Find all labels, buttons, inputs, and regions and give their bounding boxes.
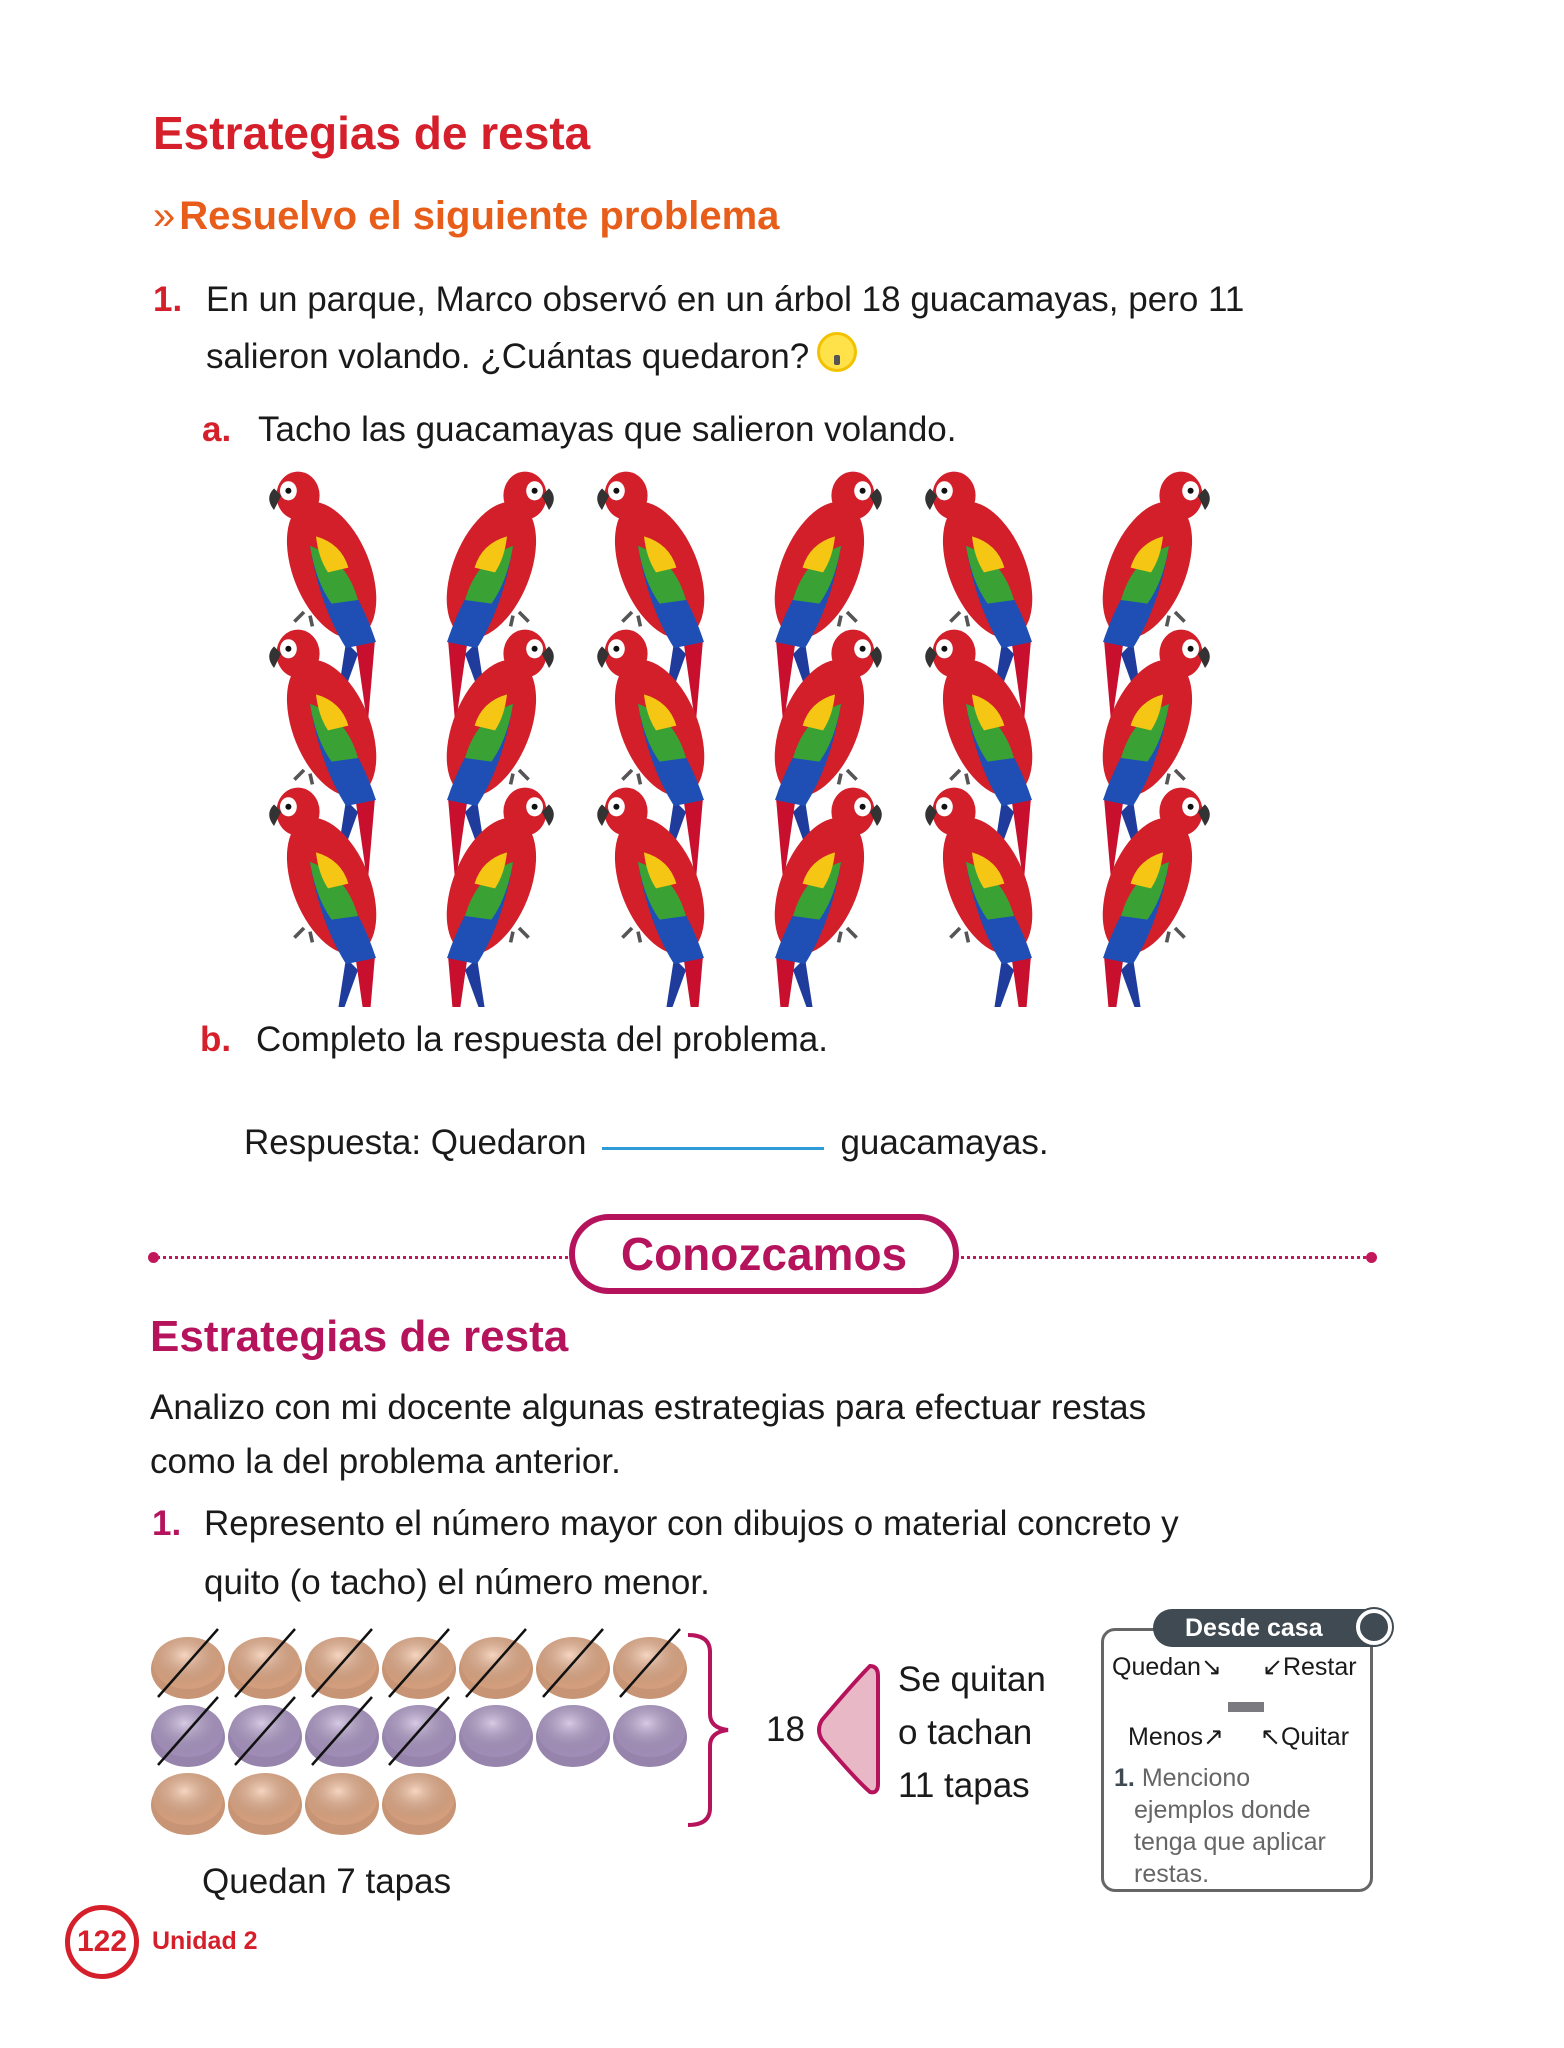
word-menos: Menos↗ bbox=[1128, 1722, 1224, 1752]
task-line: Menciono bbox=[1141, 1764, 1251, 1792]
parrot[interactable] bbox=[267, 785, 396, 1007]
bottle-cap bbox=[459, 1628, 533, 1699]
bottle-cap bbox=[305, 1696, 379, 1767]
circle-icon bbox=[1356, 1609, 1392, 1645]
answer-blank-input[interactable] bbox=[602, 1147, 825, 1150]
item-line1: Represento el número mayor con dibujos o… bbox=[204, 1504, 1179, 1543]
part-b-letter: b. bbox=[200, 1020, 232, 1059]
part-a-text: Tacho las guacamayas que salieron voland… bbox=[258, 410, 957, 449]
section-title: Estrategias de resta bbox=[150, 1312, 569, 1361]
cross-out-mark bbox=[388, 1696, 450, 1766]
answer-suffix: guacamayas. bbox=[840, 1123, 1049, 1162]
bottle-cap bbox=[305, 1628, 379, 1699]
subtitle-text: Resuelvo el siguiente problema bbox=[179, 194, 780, 238]
removed-line3: 11 tapas bbox=[898, 1766, 1030, 1805]
problem-line1: En un parque, Marco observó en un árbol … bbox=[206, 280, 1245, 319]
parrot[interactable] bbox=[755, 785, 884, 1007]
parrot[interactable] bbox=[427, 785, 556, 1007]
problem-line2-text: salieron volando. ¿Cuántas quedaron? bbox=[206, 337, 810, 376]
page-title: Estrategias de resta bbox=[153, 107, 591, 159]
bottle-cap bbox=[382, 1773, 456, 1835]
word-quitar-text: Quitar bbox=[1280, 1723, 1350, 1751]
cross-out-mark bbox=[388, 1628, 450, 1698]
cross-out-mark bbox=[311, 1628, 373, 1698]
bottle-cap bbox=[151, 1696, 225, 1767]
intro-line2: como la del problema anterior. bbox=[150, 1442, 621, 1481]
bottle-cap bbox=[613, 1705, 687, 1767]
minus-sign-icon bbox=[1228, 1702, 1264, 1712]
item-number: 1. bbox=[152, 1504, 182, 1543]
bottle-cap bbox=[228, 1773, 302, 1835]
problem-number: 1. bbox=[153, 280, 183, 319]
answer-line: Respuesta: Quedaron guacamayas. bbox=[244, 1115, 1049, 1171]
cross-out-mark bbox=[619, 1628, 681, 1698]
removed-line1: Se quitan bbox=[898, 1660, 1046, 1699]
task-line: ejemplos donde bbox=[1134, 1796, 1311, 1824]
part-a-letter: a. bbox=[202, 410, 232, 449]
part-b-text: Completo la respuesta del problema. bbox=[256, 1020, 828, 1059]
curly-brace bbox=[687, 1633, 729, 1827]
lightbulb-icon bbox=[817, 332, 858, 372]
total-count: 18 bbox=[766, 1710, 805, 1749]
task-number: 1. bbox=[1114, 1764, 1135, 1792]
item-line2: quito (o tacho) el número menor. bbox=[204, 1563, 710, 1602]
bottle-cap bbox=[536, 1705, 610, 1767]
parrot-grid bbox=[267, 469, 1212, 1007]
bottle-cap bbox=[382, 1628, 456, 1699]
cross-out-mark bbox=[311, 1696, 373, 1766]
arrow-up-right-icon: ↗ bbox=[1203, 1723, 1224, 1751]
removed-line2: o tachan bbox=[898, 1713, 1033, 1752]
intro-line1: Analizo con mi docente algunas estrategi… bbox=[150, 1388, 1147, 1427]
cross-out-mark bbox=[542, 1628, 604, 1698]
page-number: 122 bbox=[65, 1905, 139, 1979]
desde-casa-title: Desde casa bbox=[1153, 1609, 1393, 1647]
arrow-up-left-icon: ↖ bbox=[1260, 1723, 1281, 1751]
word-menos-text: Menos bbox=[1128, 1723, 1204, 1751]
arrow-down-left-icon: ↙ bbox=[1262, 1653, 1283, 1681]
task-line: restas. bbox=[1134, 1860, 1210, 1888]
conozcamos-badge: Conozcamos bbox=[569, 1214, 959, 1294]
cross-out-mark bbox=[157, 1696, 219, 1766]
bottle-cap bbox=[613, 1628, 687, 1699]
word-restar: ↙Restar bbox=[1262, 1652, 1357, 1682]
cross-out-mark bbox=[465, 1628, 527, 1698]
bottle-cap bbox=[151, 1773, 225, 1835]
parrot[interactable] bbox=[923, 785, 1052, 1007]
arrow-down-right-icon: ↘ bbox=[1200, 1653, 1222, 1681]
chevron-icon: » bbox=[153, 194, 176, 238]
cross-out-mark bbox=[234, 1628, 296, 1698]
bottle-cap bbox=[382, 1696, 456, 1767]
parrot[interactable] bbox=[1083, 785, 1212, 1007]
word-quitar: ↖Quitar bbox=[1260, 1722, 1349, 1752]
cross-out-mark bbox=[234, 1696, 296, 1766]
answer-prefix: Respuesta: Quedaron bbox=[244, 1123, 587, 1162]
task-line: tenga que aplicar bbox=[1134, 1828, 1326, 1856]
remove-arrow-shape bbox=[817, 1663, 880, 1795]
remaining-text: Quedan 7 tapas bbox=[202, 1862, 452, 1901]
parrot[interactable] bbox=[595, 785, 724, 1007]
bottle-cap bbox=[151, 1628, 225, 1699]
bottle-cap bbox=[536, 1628, 610, 1699]
divider-dot-left bbox=[148, 1252, 159, 1263]
unit-label: Unidad 2 bbox=[152, 1927, 258, 1955]
divider-dot-right bbox=[1366, 1252, 1377, 1263]
problem-line2: salieron volando. ¿Cuántas quedaron? bbox=[206, 329, 858, 385]
subtitle: »Resuelvo el siguiente problema bbox=[153, 194, 779, 239]
cross-out-mark bbox=[157, 1628, 219, 1698]
bottle-cap bbox=[228, 1696, 302, 1767]
word-restar-text: Restar bbox=[1282, 1653, 1357, 1681]
bottle-cap bbox=[459, 1705, 533, 1767]
bottle-cap bbox=[228, 1628, 302, 1699]
word-quedan: Quedan↘ bbox=[1112, 1652, 1222, 1682]
desde-casa-task: 1. Menciono ejemplos donde tenga que apl… bbox=[1114, 1762, 1326, 1890]
bottle-cap bbox=[305, 1773, 379, 1835]
word-quedan-text: Quedan bbox=[1112, 1653, 1201, 1681]
bottle-caps bbox=[151, 1628, 687, 1835]
